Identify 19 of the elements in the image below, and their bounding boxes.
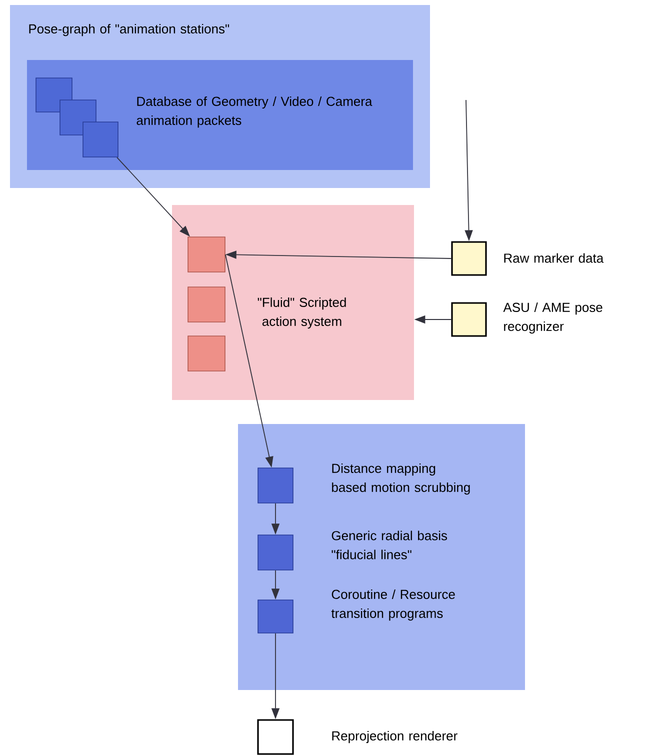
box-label: Coroutine / Resource transition programs	[331, 589, 455, 621]
square	[188, 236, 226, 272]
square	[257, 719, 294, 755]
square	[188, 336, 226, 372]
box-label: Raw marker data	[504, 253, 604, 263]
box-label: ASU / AME pose recognizer	[503, 302, 602, 334]
square	[451, 241, 487, 276]
square	[258, 600, 294, 634]
square	[82, 122, 118, 158]
panel	[238, 424, 525, 690]
square	[451, 302, 487, 337]
panel: "Fluid" Scripted action system	[172, 205, 414, 400]
box-label: Generic radial basis "fiducial lines"	[332, 530, 448, 560]
square	[188, 286, 226, 322]
box-label: Reprojection renderer	[332, 730, 458, 744]
panel: Database of Geometry / Video / Camera animation packets	[27, 60, 413, 170]
square	[258, 468, 294, 504]
box-label: Distance mapping based motion scrubbing	[332, 463, 470, 495]
square	[258, 534, 294, 570]
